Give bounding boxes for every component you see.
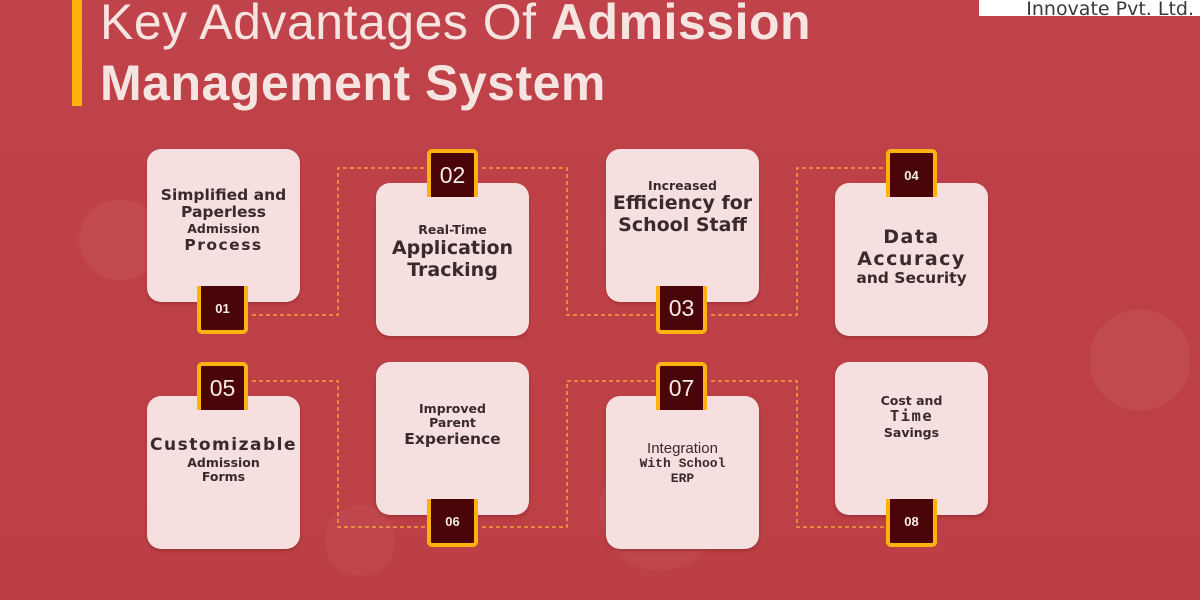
badge-04: 04 [886,149,937,197]
card-text: Data [883,225,940,248]
card-text: Admission [187,221,260,237]
card-text: Admission [187,454,260,470]
card-text: Parent [429,415,476,431]
card-text: Application [391,236,514,259]
card-text: Efficiency for [612,192,753,215]
advantage-card-01: Simplified and Paperless Admission Proce… [147,149,300,302]
advantage-card-04: Data Accuracy and Security [835,183,988,336]
title-bold-part-2: Management System [100,55,606,111]
badge-02: 02 [427,149,478,197]
card-text: Integration [647,440,718,457]
badge-06: 06 [427,499,478,547]
advantage-card-02: Real-Time Application Tracking [376,183,529,336]
page-title: Key Advantages Of Admission Management S… [100,0,811,114]
card-text: Accuracy [857,247,966,270]
card-text: Customizable [150,435,297,455]
card-text: Tracking [407,258,498,281]
card-text: Increased [648,178,717,193]
badge-03: 03 [656,286,707,334]
advantage-card-05: Customizable Admission Forms [147,396,300,549]
badge-05: 05 [197,362,248,410]
card-text: ERP [670,471,695,487]
card-text: Cost and [880,393,943,408]
company-logo: Innovate Pvt. Ltd. [979,0,1200,20]
card-text: With School [639,456,726,472]
advantage-card-06: Improved Parent Experience [376,362,529,515]
advantage-card-08: Cost and Time Savings [835,362,988,515]
card-text: Forms [201,468,246,484]
badge-07: 07 [656,362,707,410]
card-text: Experience [404,429,501,448]
badge-01: 01 [197,286,248,334]
title-light-part: Key Advantages Of [100,0,551,50]
card-text: Real-Time [418,222,487,238]
company-logo-text: Innovate Pvt. Ltd. [1026,0,1194,20]
card-text: and Security [856,269,967,288]
card-text: School Staff [618,214,747,237]
badge-08: 08 [886,499,937,547]
card-text: Process [184,235,263,254]
title-bold-part-1: Admission [550,0,812,50]
card-text: Time [889,407,934,426]
card-text: Savings [883,425,940,441]
card-text: Simplified and [160,185,287,204]
advantage-card-03: Increased Efficiency for School Staff [606,149,759,302]
card-text: Improved [419,401,486,416]
card-text: Paperless [181,203,266,222]
advantage-card-07: Integration With School ERP [606,396,759,549]
title-accent-bar [72,0,82,106]
